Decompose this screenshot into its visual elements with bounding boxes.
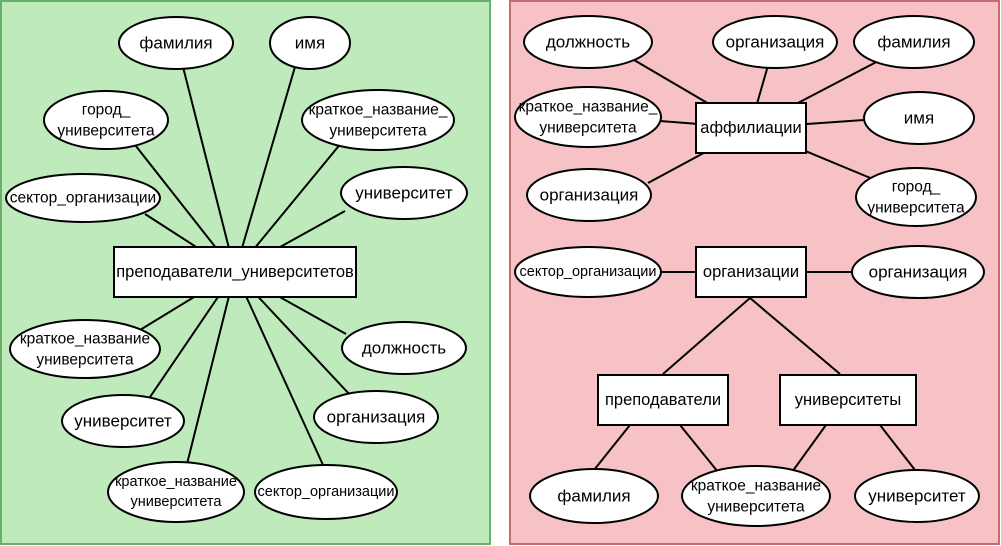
attribute-label: университет — [74, 412, 172, 431]
attribute-label: имя — [295, 34, 325, 53]
attribute-label: сектор_организации — [258, 484, 395, 500]
attribute-node: сектор_организации — [254, 464, 398, 520]
attribute-label: должность — [362, 339, 446, 358]
entity-label: преподаватели — [605, 391, 721, 409]
attribute-label: фамилия — [139, 34, 212, 53]
entity-node: аффилиации — [695, 102, 807, 154]
attribute-label: должность — [546, 33, 630, 52]
attribute-label: фамилия — [557, 487, 630, 506]
attribute-label: организация — [726, 33, 825, 52]
attribute-label: университета — [867, 200, 965, 217]
attribute-node: организация — [712, 15, 838, 69]
attribute-node: краткое_название_ университета — [514, 86, 662, 148]
entity-label: преподаватели_университетов — [116, 263, 354, 281]
attribute-node: фамилия — [853, 15, 975, 69]
attribute-node: организация — [851, 245, 985, 299]
attribute-node: имя — [863, 91, 975, 145]
entity-node: университеты — [779, 374, 917, 426]
attribute-label: университет — [868, 487, 966, 506]
attribute-node: фамилия — [529, 468, 659, 524]
edge — [186, 271, 236, 465]
attribute-label: университета — [36, 352, 134, 369]
attribute-node: краткое_название университета — [107, 461, 245, 523]
attribute-node: фамилия — [118, 16, 234, 70]
edge — [679, 424, 719, 473]
attribute-label: краткое_название — [115, 474, 237, 490]
attribute-node: сектор_организации — [514, 246, 662, 298]
attribute-label: организация — [869, 263, 968, 282]
attribute-label: краткое_название — [691, 478, 821, 495]
attribute-label: сектор_организации — [520, 264, 657, 280]
attribute-label: университета — [57, 123, 155, 140]
attribute-node: имя — [269, 16, 351, 70]
attribute-label: сектор_организации — [10, 190, 156, 207]
attribute-label: университет — [355, 184, 453, 203]
entity-label: аффилиации — [700, 119, 801, 137]
edge — [879, 424, 916, 471]
attribute-node: университет — [61, 394, 185, 448]
entity-node: преподаватели_университетов — [113, 246, 357, 298]
entity-label: университеты — [795, 391, 901, 409]
attribute-node: должность — [341, 321, 467, 375]
edge — [593, 424, 631, 471]
entity-label: организации — [703, 263, 799, 281]
entity-node: организации — [695, 246, 807, 298]
attribute-label: университета — [539, 120, 637, 137]
attribute-node: сектор_организации — [5, 173, 161, 223]
attribute-label: университета — [707, 499, 805, 516]
attribute-node: краткое_название университета — [681, 465, 831, 527]
attribute-node: краткое_название_ университета — [301, 89, 455, 151]
edge — [662, 297, 751, 375]
attribute-label: краткое_название — [20, 331, 150, 348]
attribute-node: город_ университета — [43, 90, 169, 150]
attribute-label: краткое_название_ — [309, 102, 448, 119]
attribute-label: краткое_название_ — [519, 99, 658, 116]
entity-node: преподаватели — [597, 374, 729, 426]
attribute-node: университет — [340, 166, 468, 220]
edge — [234, 59, 298, 273]
attribute-node: университет — [854, 469, 980, 523]
attribute-label: фамилия — [877, 33, 950, 52]
attribute-node: город_ университета — [855, 167, 977, 227]
attribute-node: должность — [523, 15, 653, 69]
attribute-label: имя — [904, 109, 934, 128]
attribute-node: краткое_название университета — [9, 319, 161, 379]
attribute-label: организация — [327, 408, 426, 427]
attribute-label: город_ — [892, 179, 941, 196]
edge — [180, 58, 236, 273]
attribute-node: организация — [313, 390, 439, 444]
attribute-label: университета — [131, 494, 223, 510]
edge — [791, 424, 827, 473]
attribute-label: организация — [540, 186, 639, 205]
attribute-label: университета — [329, 123, 427, 140]
attribute-label: город_ — [82, 102, 131, 119]
edge — [749, 297, 841, 375]
attribute-node: организация — [526, 168, 652, 222]
edge — [234, 271, 324, 466]
